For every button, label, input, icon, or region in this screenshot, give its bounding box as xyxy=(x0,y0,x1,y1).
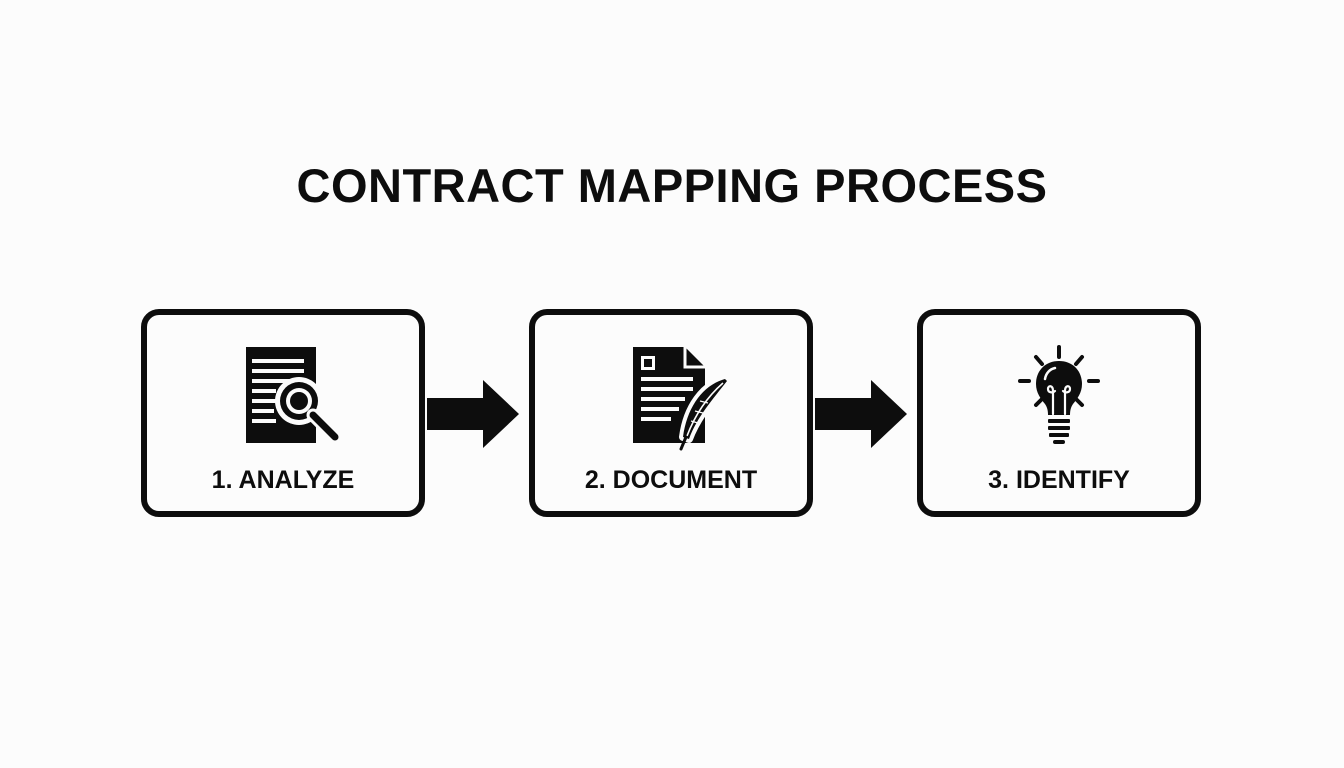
arrow-right-icon xyxy=(427,380,519,448)
diagram-title: CONTRACT MAPPING PROCESS xyxy=(296,159,1048,212)
step-label: 3. IDENTIFY xyxy=(988,466,1130,494)
step-document: 2. DOCUMENT xyxy=(529,309,813,517)
step-label: 2. DOCUMENT xyxy=(584,466,758,494)
step-label: 1. ANALYZE xyxy=(211,466,355,494)
document-search-icon xyxy=(219,341,347,455)
step-analyze: 1. ANALYZE xyxy=(141,309,425,517)
document-quill-icon xyxy=(607,341,735,455)
step-identify: 3. IDENTIFY xyxy=(917,309,1201,517)
arrow-right-icon xyxy=(815,380,907,448)
lightbulb-icon xyxy=(995,341,1123,455)
